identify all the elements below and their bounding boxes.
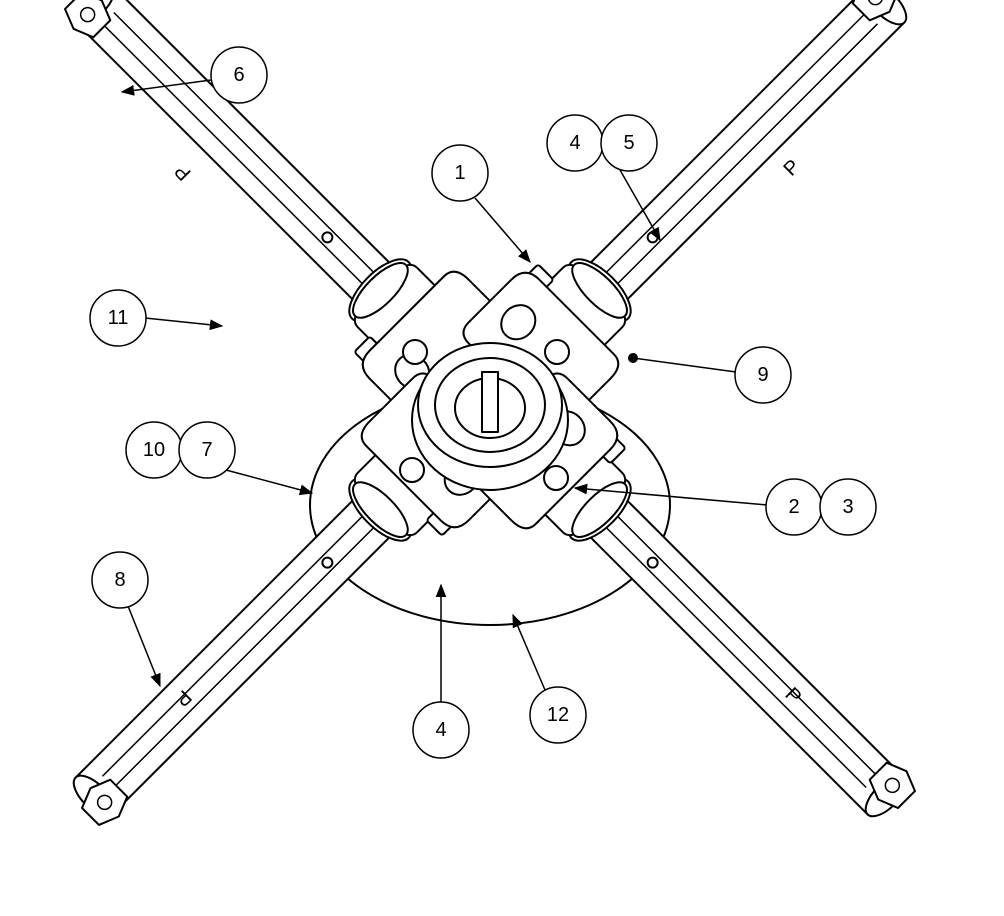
svg-text:12: 12 (547, 704, 569, 726)
svg-text:8: 8 (114, 569, 125, 591)
callout-10: 10 (125, 421, 183, 479)
callout-4-top: 4 (546, 114, 604, 172)
callout-7: 7 (178, 421, 236, 479)
svg-text:1: 1 (454, 162, 465, 184)
svg-text:2: 2 (788, 496, 799, 518)
callout-2: 2 (765, 478, 823, 536)
callout-3: 3 (819, 478, 877, 536)
callout-8: 8 (91, 551, 149, 609)
callout-6: 6 (210, 46, 268, 104)
leader-lines (120, 79, 768, 703)
callout-4-bottom: 4 (412, 701, 470, 759)
svg-text:3: 3 (842, 496, 853, 518)
arm-mark: P (780, 156, 805, 181)
callout-1: 1 (431, 144, 489, 202)
callout-9: 9 (734, 346, 792, 404)
svg-text:7: 7 (201, 439, 212, 461)
dot-marker (628, 353, 638, 363)
svg-text:4: 4 (435, 719, 446, 741)
svg-text:4: 4 (569, 132, 580, 154)
svg-text:9: 9 (757, 364, 768, 386)
svg-text:5: 5 (623, 132, 634, 154)
callout-12: 12 (529, 686, 587, 744)
center-hub (399, 339, 570, 491)
arm-mark: P (171, 160, 196, 185)
svg-text:11: 11 (108, 307, 129, 329)
svg-text:10: 10 (143, 439, 165, 461)
callout-11: 11 (89, 289, 147, 347)
callout-5: 5 (600, 114, 658, 172)
svg-text:6: 6 (233, 64, 244, 86)
